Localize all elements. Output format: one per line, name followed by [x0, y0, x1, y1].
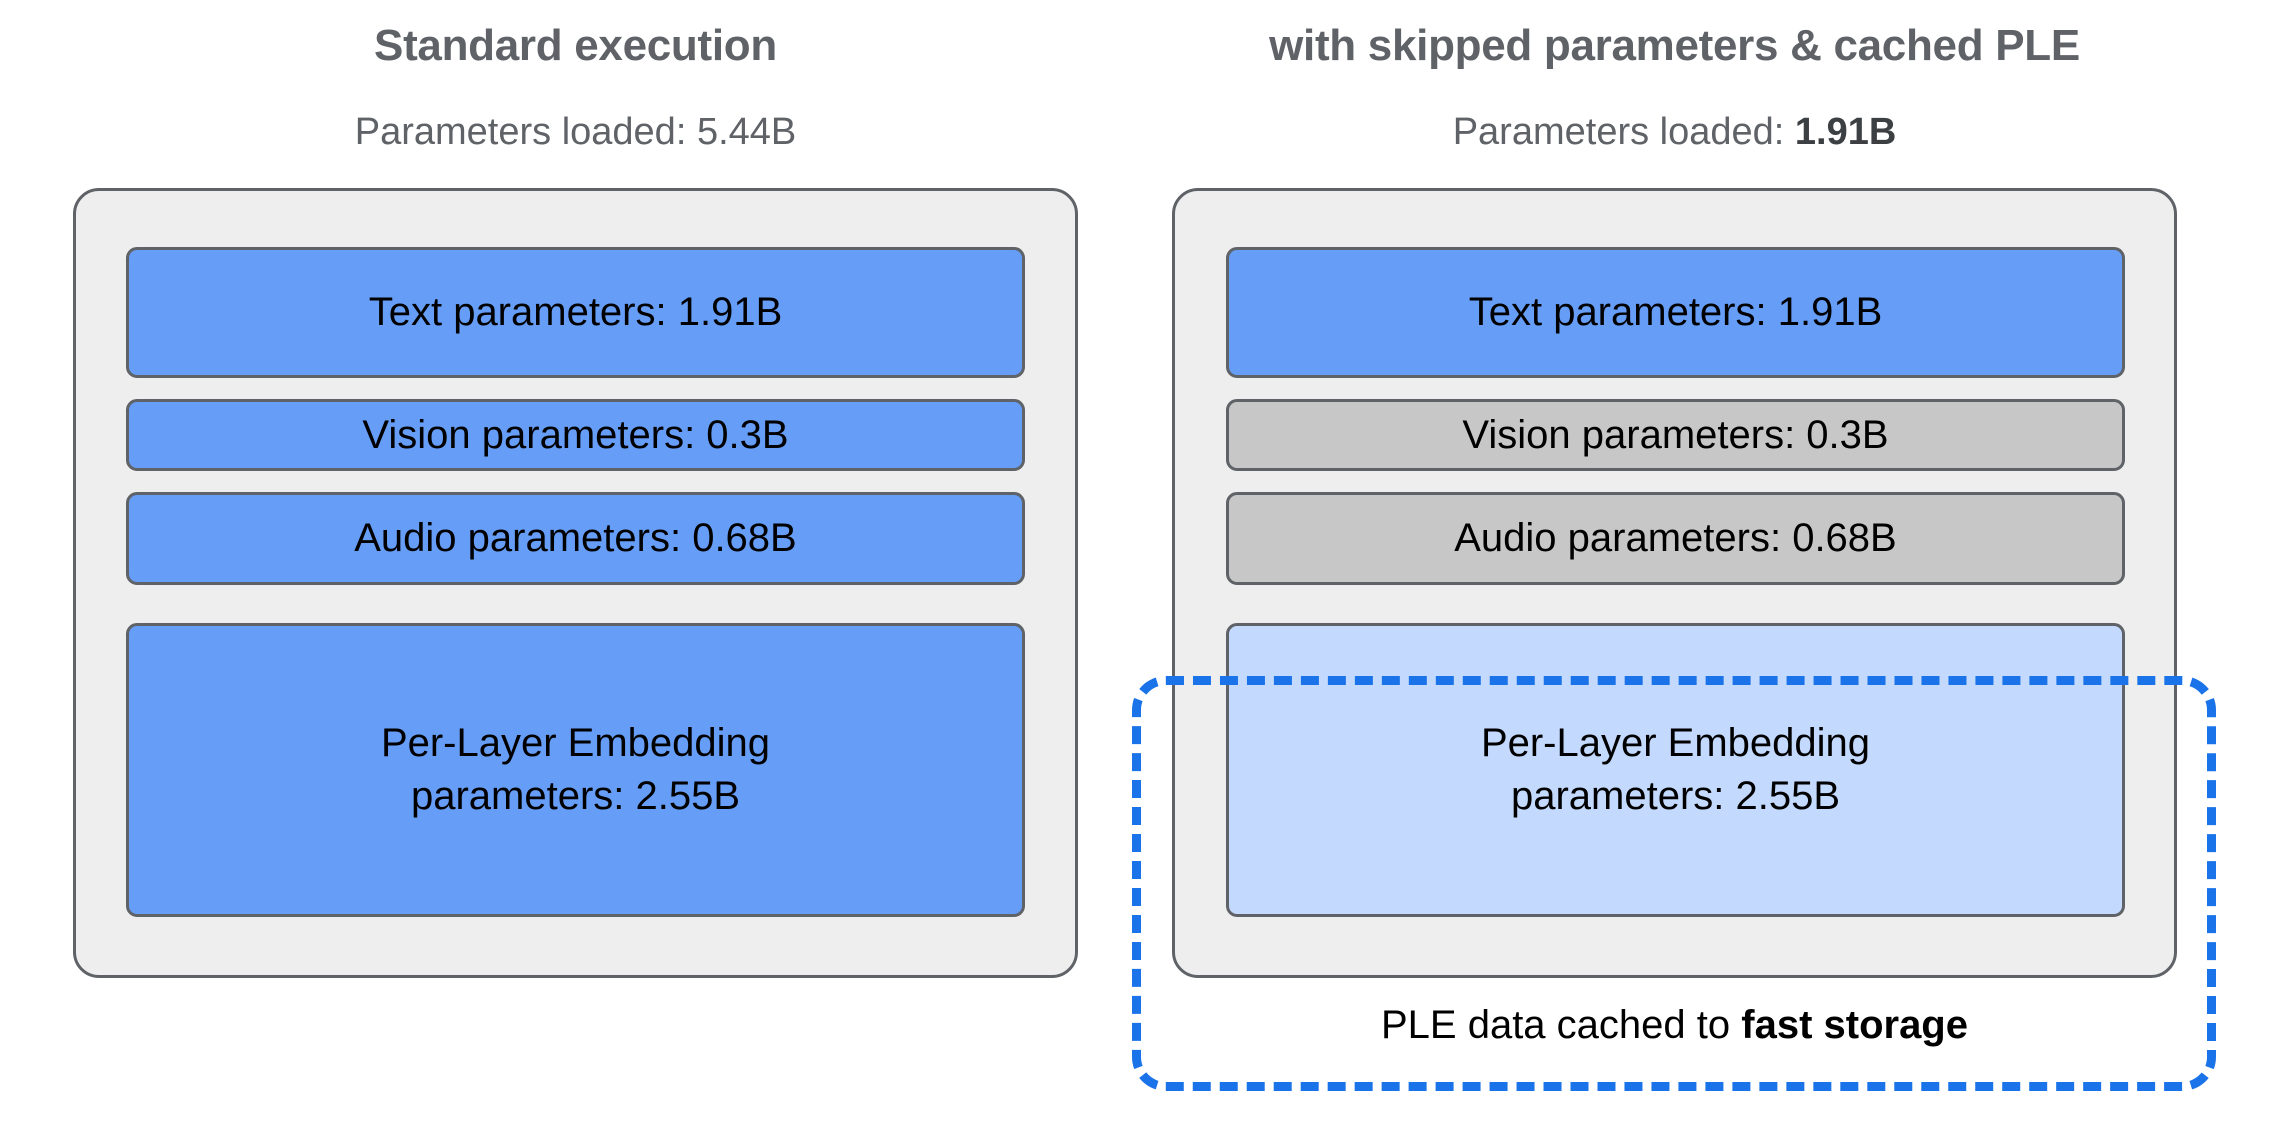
right-subtitle-prefix: Parameters loaded:	[1452, 111, 1795, 153]
right-column-subtitle: Parameters loaded: 1.91B	[1172, 113, 2177, 151]
cache-caption: PLE data cached to fast storage	[1172, 1005, 2177, 1045]
left-block-per-layer-embedding-parameters: Per-Layer Embedding parameters: 2.55B	[126, 623, 1025, 917]
right-column-title: with skipped parameters & cached PLE	[1269, 21, 2080, 70]
right-block-per-layer-embedding-parameters: Per-Layer Embedding parameters: 2.55B	[1226, 623, 2125, 917]
cache-caption-strong: fast storage	[1741, 1003, 1968, 1047]
right-block-vision-parameters: Vision parameters: 0.3B	[1226, 399, 2125, 471]
left-block-vision-parameters: Vision parameters: 0.3B	[126, 399, 1025, 471]
left-block-text-parameters: Text parameters: 1.91B	[126, 247, 1025, 378]
left-subtitle-prefix: Parameters loaded:	[354, 111, 697, 153]
left-column-subtitle: Parameters loaded: 5.44B	[73, 113, 1078, 151]
right-subtitle-value: 1.91B	[1794, 111, 1897, 153]
left-block-audio-parameters: Audio parameters: 0.68B	[126, 492, 1025, 585]
right-block-audio-parameters: Audio parameters: 0.68B	[1226, 492, 2125, 585]
cache-caption-prefix: PLE data cached to	[1380, 1003, 1742, 1047]
right-block-text-parameters: Text parameters: 1.91B	[1226, 247, 2125, 378]
left-subtitle-value: 5.44B	[696, 111, 797, 153]
left-column-title: Standard execution	[374, 21, 777, 70]
